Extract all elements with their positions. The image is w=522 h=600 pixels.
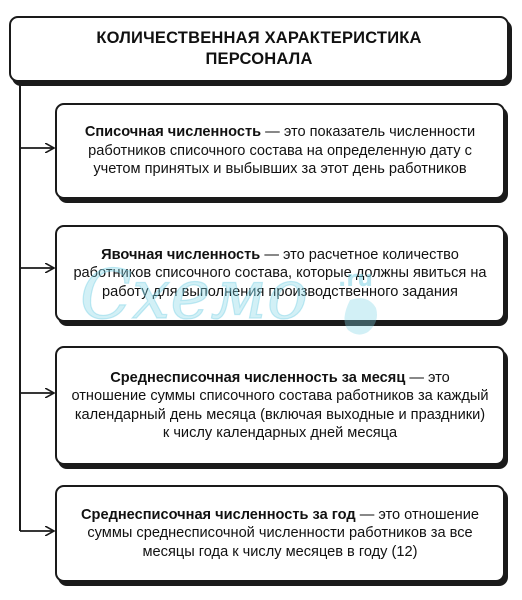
title-box: КОЛИЧЕСТВЕННАЯ ХАРАКТЕРИСТИКА ПЕРСОНАЛА <box>9 16 509 82</box>
definition-text: Списочная численность — это показатель ч… <box>57 123 503 179</box>
definition-term: Списочная численность <box>84 124 262 141</box>
title-line-1: КОЛИЧЕСТВЕННАЯ ХАРАКТЕРИСТИКА <box>96 29 422 47</box>
definition-box-list-count: Списочная численность — это показатель ч… <box>55 103 505 199</box>
definition-text: Явочная численность — это расчетное коли… <box>57 246 503 302</box>
definition-body: — это отношение суммы среднесписочной чи… <box>87 506 479 560</box>
definition-body: — это показатель численности работников … <box>88 124 476 178</box>
title-line-2: ПЕРСОНАЛА <box>205 50 313 68</box>
definition-term: Явочная численность <box>101 246 261 263</box>
definition-body: — это расчетное количество работников сп… <box>73 246 487 300</box>
definition-term: Среднесписочная численность за месяц <box>110 369 406 386</box>
definition-body: — это отношение суммы списочного состава… <box>71 369 489 442</box>
definition-text: Среднесписочная численность за год — это… <box>57 506 503 562</box>
definition-box-attendance-count: Явочная численность — это расчетное коли… <box>55 225 505 322</box>
definition-box-average-year: Среднесписочная численность за год — это… <box>55 485 505 582</box>
definition-text: Среднесписочная численность за месяц — э… <box>57 369 503 443</box>
definition-box-average-month: Среднесписочная численность за месяц — э… <box>55 346 505 465</box>
diagram-title: КОЛИЧЕСТВЕННАЯ ХАРАКТЕРИСТИКА ПЕРСОНАЛА <box>96 28 421 70</box>
definition-term: Среднесписочная численность за год <box>81 506 356 523</box>
